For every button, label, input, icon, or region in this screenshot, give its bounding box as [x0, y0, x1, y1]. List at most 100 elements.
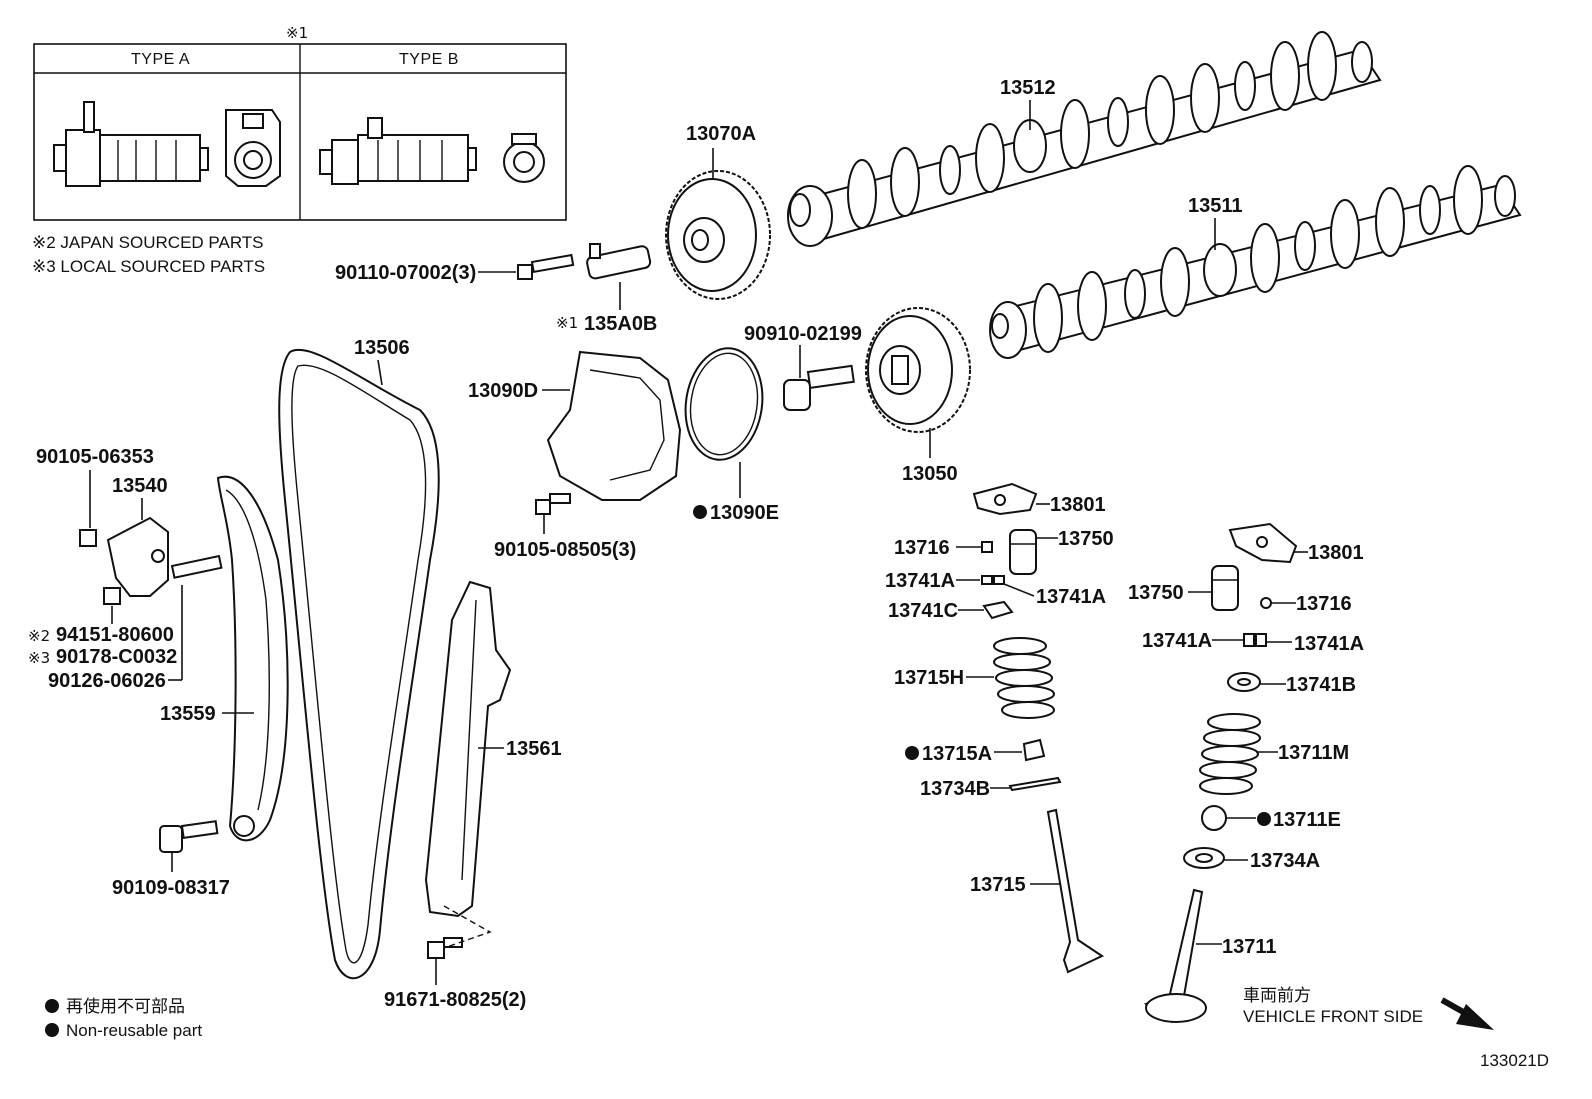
chain-tensioner-13540: [106, 516, 169, 597]
cap-13716-left: [981, 541, 993, 553]
chain-guide-13561: [424, 580, 512, 918]
shim-13734B: [1008, 776, 1062, 792]
timing-cover-13090D: [546, 350, 682, 501]
note-local-sourced: ※3 LOCAL SOURCED PARTS: [32, 257, 265, 276]
retainer-13741C: [982, 600, 1014, 620]
type-b-label: TYPE B: [399, 51, 459, 68]
label-13090D: 13090D: [468, 380, 538, 402]
bolt-90110-07002: [517, 253, 575, 280]
label-13715: 13715: [970, 874, 1026, 896]
label-13715H: 13715H: [894, 667, 964, 689]
valve-13715: [1046, 808, 1105, 974]
rocker-arm-13801-right: [1228, 522, 1298, 564]
label-13750-left: 13750: [1058, 528, 1114, 550]
label-13715A: 13715A: [922, 743, 992, 765]
label-13734A: 13734A: [1250, 850, 1320, 872]
label-13741A-left-a: 13741A: [885, 570, 955, 592]
vvt-sprocket-13050: [865, 307, 971, 433]
bolt-90105-08505: [535, 493, 571, 515]
label-94151-80600: 94151-80600: [56, 624, 174, 646]
label-13716-right: 13716: [1296, 593, 1352, 615]
label-13750-right: 13750: [1128, 582, 1184, 604]
label-13512: 13512: [1000, 77, 1056, 99]
label-13511: 13511: [1188, 195, 1243, 217]
type-a-label: TYPE A: [131, 51, 190, 68]
seal-13711E: [1201, 805, 1227, 831]
label-13741C: 13741C: [888, 600, 958, 622]
lash-adjuster-13750-left: [1009, 529, 1037, 575]
label-13559: 13559: [160, 703, 216, 725]
label-90109-08317: 90109-08317: [112, 877, 230, 899]
inset-ref-mark: ※1: [286, 24, 308, 42]
label-13050: 13050: [902, 463, 958, 485]
label-13070A: 13070A: [686, 123, 756, 145]
non-reusable-dot-13090E: [693, 505, 707, 519]
label-13716-left: 13716: [894, 537, 950, 559]
seal-13715A: [1022, 738, 1046, 762]
label-13741A-left-b: 13741A: [1036, 586, 1106, 608]
lash-adjuster-13750-right: [1211, 565, 1239, 611]
label-90178-C0032-mark: ※3: [28, 649, 50, 667]
bolt-90910-02199: [783, 364, 855, 411]
label-90105-08505: 90105-08505(3): [494, 539, 636, 561]
rocker-arm-13801-left: [972, 482, 1038, 516]
label-94151-80600-mark: ※2: [28, 627, 50, 645]
timing-chain-13506: [278, 348, 440, 980]
type-b-valve: [319, 117, 545, 185]
vehicle-front-jp: 車両前方: [1243, 986, 1311, 1005]
label-13561: 13561: [506, 738, 562, 760]
retainer-13741B: [1227, 672, 1261, 692]
label-13741A-right-b: 13741A: [1294, 633, 1364, 655]
gasket-13090E: [684, 347, 764, 461]
valve-13711: [1143, 888, 1207, 1024]
legend-dot-en: [45, 1023, 59, 1037]
label-13801-right: 13801: [1308, 542, 1364, 564]
label-13506: 13506: [354, 337, 410, 359]
label-90178-C0032: 90178-C0032: [56, 646, 177, 668]
bolt-91671-80825: [427, 905, 492, 959]
non-reusable-dot-13715A: [905, 746, 919, 760]
note-japan-sourced: ※2 JAPAN SOURCED PARTS: [32, 233, 264, 252]
label-13090E: 13090E: [710, 502, 779, 524]
legend-non-reusable-en: Non-reusable part: [66, 1021, 202, 1040]
label-13540: 13540: [112, 475, 168, 497]
valve-spring-13711M: [1199, 713, 1261, 795]
leader-13506: [377, 359, 383, 386]
figure-id: 133021D: [1480, 1051, 1549, 1070]
chain-slipper-13559: [216, 475, 289, 842]
bolt-90105-06353: [79, 529, 97, 547]
legend-dot-jp: [45, 999, 59, 1013]
camshaft-13511: [989, 165, 1522, 359]
label-135A0B-mark: ※1: [556, 314, 578, 332]
label-13711: 13711: [1222, 936, 1277, 958]
label-91671-80825: 91671-80825(2): [384, 989, 526, 1011]
nut-94151-80600: [103, 587, 121, 605]
valve-spring-13715H: [993, 637, 1055, 719]
non-reusable-dot-13711E: [1257, 812, 1271, 826]
keepers-13741A-left: [981, 575, 1005, 585]
label-13711M: 13711M: [1278, 742, 1349, 764]
stud-90126-06026: [170, 554, 223, 579]
cap-13716-right: [1260, 597, 1272, 609]
vehicle-front-en: VEHICLE FRONT SIDE: [1243, 1007, 1423, 1026]
label-13801-left: 13801: [1050, 494, 1106, 516]
vvt-gear-13070A: [665, 170, 771, 300]
oil-control-valve-135A0B: [586, 243, 652, 280]
label-13711E: 13711E: [1273, 809, 1341, 831]
vehicle-front-arrow-icon: [1440, 997, 1494, 1030]
label-135A0B: 135A0B: [584, 313, 657, 335]
camshaft-13512: [787, 31, 1382, 247]
label-90110-07002: 90110-07002(3): [335, 262, 476, 284]
label-13741A-right-a: 13741A: [1142, 630, 1212, 652]
label-90910-02199: 90910-02199: [744, 323, 862, 345]
leader-13741A-left-b: [1003, 583, 1035, 597]
label-13741B: 13741B: [1286, 674, 1356, 696]
label-90105-06353: 90105-06353: [36, 446, 154, 468]
variant-inset: ※1 TYPE A TYPE B: [33, 24, 567, 221]
keepers-13741A-right: [1243, 633, 1267, 647]
label-13734B: 13734B: [920, 778, 990, 800]
shim-13734A: [1183, 847, 1225, 869]
type-a-valve: [53, 101, 281, 187]
legend-non-reusable-jp: 再使用不可部品: [66, 996, 185, 1016]
